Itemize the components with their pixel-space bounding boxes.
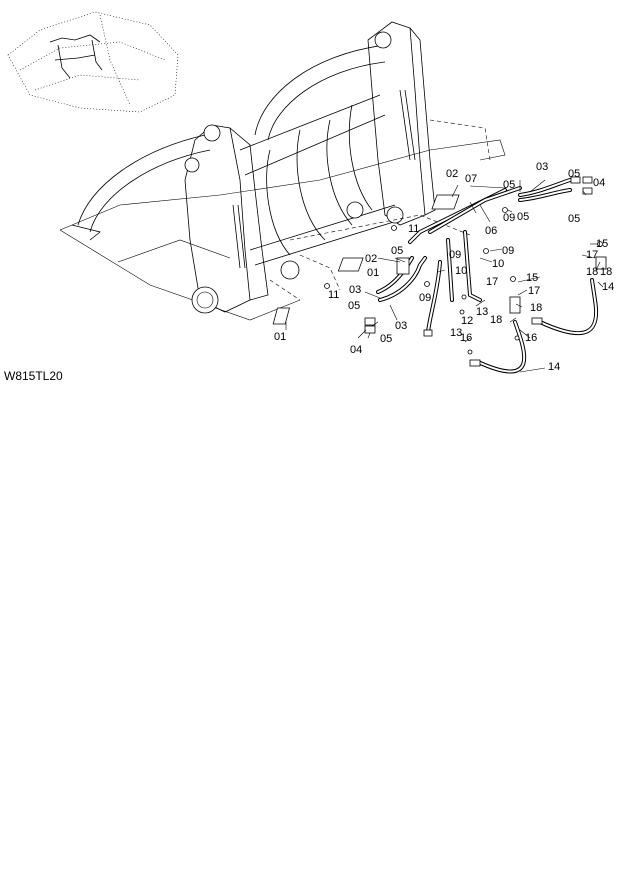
callout-02-center: 02	[365, 253, 377, 265]
callout-11-b: 11	[328, 289, 339, 301]
callout-05-e: 05	[391, 245, 403, 257]
callout-01-left: 01	[274, 331, 286, 343]
callout-17-a: 17	[586, 249, 598, 261]
callout-09-d: 09	[419, 292, 431, 304]
callout-05-c: 05	[517, 211, 529, 223]
callout-07: 07	[465, 173, 477, 185]
callout-15-b: 15	[526, 272, 538, 284]
callout-03-upper: 03	[536, 161, 548, 173]
callout-09-a: 09	[503, 212, 515, 224]
callout-18-a: 18	[586, 266, 598, 278]
callout-01-center: 01	[367, 267, 379, 279]
callout-05-f: 05	[348, 300, 360, 312]
callout-18-d: 18	[490, 314, 502, 326]
callout-05-d: 05	[568, 213, 580, 225]
callout-12: 12	[461, 315, 473, 327]
callout-14-lower: 14	[548, 361, 560, 373]
callout-17-c: 17	[528, 285, 540, 297]
callout-18-b: 18	[600, 266, 612, 278]
callout-04-right: 04	[593, 177, 605, 189]
callout-02-upper: 02	[446, 168, 458, 180]
callout-18-c: 18	[530, 302, 542, 314]
callout-11-a: 11	[408, 223, 419, 235]
callout-09-b: 09	[502, 245, 514, 257]
hose-assemblies	[376, 178, 599, 374]
callout-14-right: 14	[602, 281, 614, 293]
callout-16-b: 16	[460, 332, 472, 344]
callout-05-g: 05	[380, 333, 392, 345]
callout-09-c: 09	[449, 249, 461, 261]
bucket-frame	[59, 21, 506, 321]
locator-thumbnail	[7, 11, 179, 113]
callout-10-a: 10	[492, 258, 504, 270]
callout-labels: 01 01 02 02 03 03 03 04 04 05 05 05 05 0…	[274, 161, 614, 373]
fittings	[272, 176, 607, 367]
callout-06: 06	[485, 225, 497, 237]
leader-lines	[285, 179, 604, 373]
callout-05-a: 05	[568, 168, 580, 180]
callout-17-b: 17	[486, 276, 498, 288]
callout-10-b: 10	[455, 265, 467, 277]
callout-13-a: 13	[476, 306, 488, 318]
callout-16-a: 16	[525, 332, 537, 344]
callout-13-b: 13	[450, 327, 462, 339]
callout-15-a: 15	[596, 238, 608, 250]
callout-03-lower: 03	[395, 320, 407, 332]
callout-03-left: 03	[349, 284, 361, 296]
callout-04-left: 04	[350, 344, 362, 356]
callout-05-b: 05	[503, 179, 515, 191]
figure-code: W815TL20	[4, 369, 63, 383]
